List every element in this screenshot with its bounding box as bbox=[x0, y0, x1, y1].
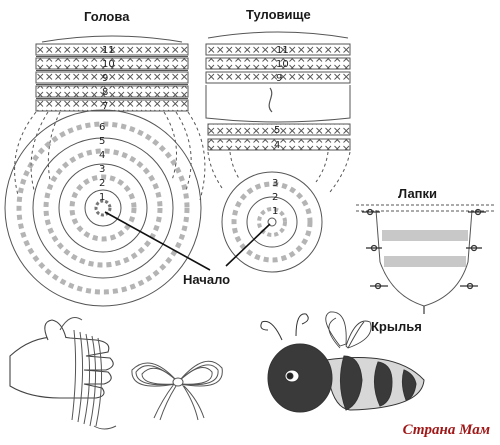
hand-illustration bbox=[9, 319, 114, 399]
body-circle-row-labels: 3 2 1 bbox=[272, 178, 278, 217]
body-row-label: 3 bbox=[272, 178, 278, 189]
head-row-label: 1 bbox=[99, 192, 105, 203]
head-circle-row-labels: 6 5 4 3 2 1 bbox=[99, 122, 105, 203]
hand-yarn bbox=[59, 317, 117, 430]
body-row-label: 1 bbox=[272, 206, 278, 217]
body-circle bbox=[221, 171, 323, 273]
paws-title: Лапки bbox=[398, 186, 438, 201]
head-row-label: 9 bbox=[102, 73, 108, 84]
watermark: Страна Мам bbox=[402, 422, 490, 438]
body-row-label: 2 bbox=[272, 192, 278, 203]
start-pointer-lines bbox=[104, 211, 271, 271]
head-row-label: 3 bbox=[99, 164, 105, 175]
head-row-label: 11 bbox=[102, 45, 115, 56]
head-row-label: 6 bbox=[99, 122, 105, 133]
wings-title: Крылья bbox=[371, 319, 422, 334]
body-row-label: 10 bbox=[276, 59, 289, 70]
head-row-label: 4 bbox=[99, 150, 105, 161]
head-row-label: 10 bbox=[102, 59, 115, 70]
body-top-band bbox=[205, 31, 351, 123]
body-row-label: 9 bbox=[276, 73, 282, 84]
body-top-row-labels: 11 10 9 bbox=[276, 45, 289, 84]
head-cap-row-labels: 11 10 9 8 7 bbox=[102, 45, 115, 112]
head-row-label: 8 bbox=[102, 87, 108, 98]
start-label: Начало bbox=[183, 272, 231, 287]
body-row-label: 4 bbox=[274, 140, 280, 151]
body-mid-row-labels: 5 4 bbox=[274, 125, 280, 151]
head-cap bbox=[14, 35, 206, 201]
body-row-label: 11 bbox=[276, 45, 289, 56]
body-title: Туловище bbox=[246, 7, 311, 22]
paws-diagram bbox=[356, 204, 494, 314]
head-row-label: 2 bbox=[99, 178, 105, 189]
head-row-label: 7 bbox=[102, 101, 108, 112]
head-title: Голова bbox=[84, 9, 130, 24]
yarn-bow bbox=[131, 360, 223, 421]
bee-illustration bbox=[260, 311, 425, 413]
body-row-label: 5 bbox=[274, 125, 280, 136]
head-circle bbox=[4, 109, 202, 307]
head-row-label: 5 bbox=[99, 136, 105, 147]
body-mid-band bbox=[207, 123, 351, 193]
